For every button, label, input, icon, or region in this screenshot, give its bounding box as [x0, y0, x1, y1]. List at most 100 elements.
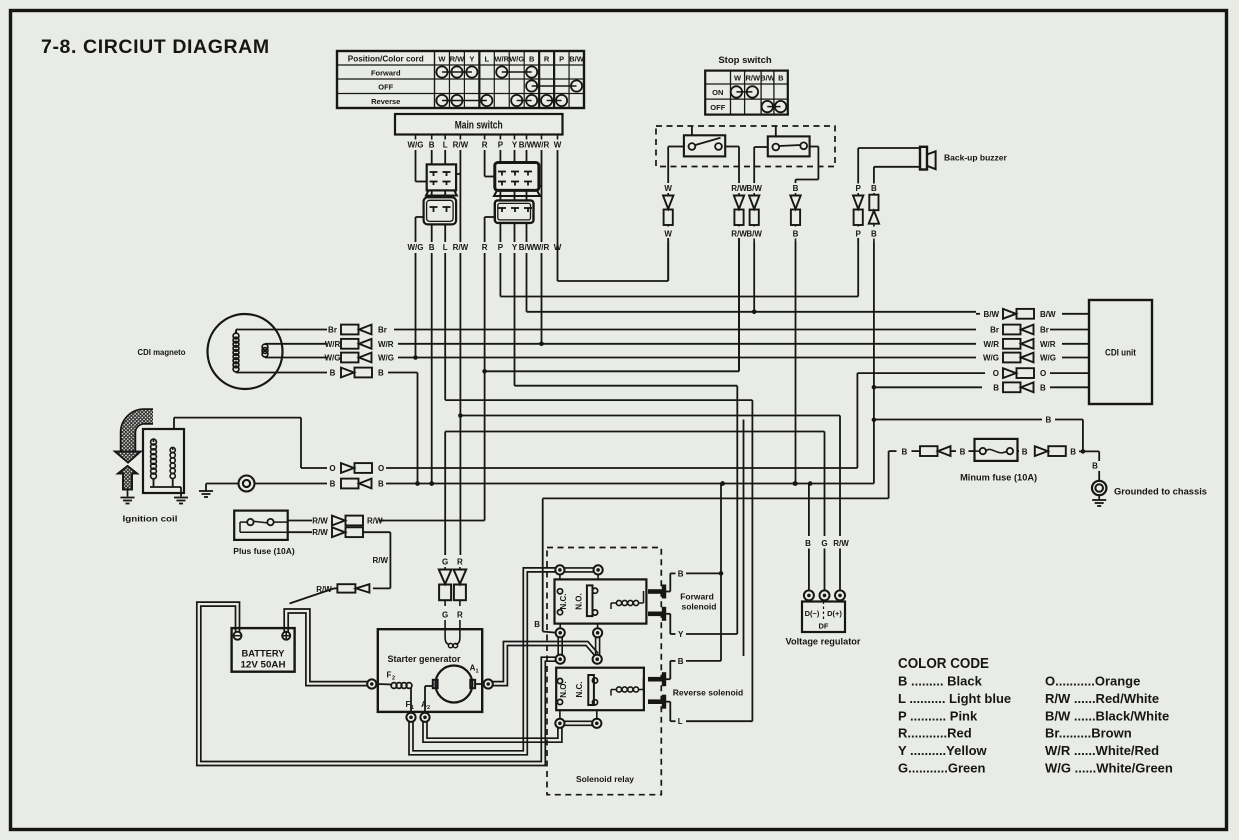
svg-text:W/G: W/G	[408, 141, 424, 150]
svg-text:G: G	[442, 558, 448, 567]
svg-text:R: R	[457, 611, 463, 620]
svg-text:B: B	[330, 369, 336, 378]
svg-text:W/G: W/G	[378, 354, 394, 363]
svg-text:Ignition coil: Ignition coil	[123, 514, 178, 524]
svg-text:R/W: R/W	[833, 539, 849, 548]
svg-text:B/W: B/W	[983, 310, 999, 319]
svg-text:W/R: W/R	[1040, 340, 1056, 349]
svg-text:B: B	[378, 369, 384, 378]
svg-text:R: R	[457, 558, 463, 567]
svg-text:F: F	[406, 700, 411, 709]
svg-text:L: L	[443, 141, 448, 150]
svg-text:B/W: B/W	[569, 55, 585, 64]
svg-text:B: B	[871, 184, 877, 193]
svg-text:Br: Br	[328, 326, 337, 335]
svg-text:N.C.: N.C.	[559, 594, 568, 610]
svg-text:B/W: B/W	[519, 141, 535, 150]
svg-text:D(+): D(+)	[827, 609, 842, 618]
svg-text:O: O	[1040, 369, 1046, 378]
svg-text:P: P	[856, 184, 862, 193]
svg-text:G: G	[442, 611, 448, 620]
svg-text:O...........Orange: O...........Orange	[1045, 674, 1140, 689]
svg-text:Plus fuse (10A): Plus fuse (10A)	[233, 546, 295, 556]
svg-text:solenoid: solenoid	[682, 602, 717, 612]
svg-text:B: B	[429, 243, 435, 252]
svg-text:R/W: R/W	[372, 556, 388, 565]
svg-text:B/W: B/W	[746, 230, 762, 239]
svg-text:P: P	[856, 230, 862, 239]
svg-text:W/G ......White/Green: W/G ......White/Green	[1045, 761, 1173, 776]
svg-text:Starter generator: Starter generator	[387, 654, 461, 664]
svg-text:R/W: R/W	[731, 230, 747, 239]
svg-text:R/W ......Red/White: R/W ......Red/White	[1045, 691, 1159, 706]
svg-text:Solenoid relay: Solenoid relay	[576, 774, 634, 784]
svg-text:Minum fuse (10A): Minum fuse (10A)	[960, 473, 1037, 483]
svg-text:R/W: R/W	[312, 528, 328, 537]
svg-text:W/G: W/G	[509, 55, 524, 64]
svg-text:P: P	[559, 55, 564, 64]
svg-text:P: P	[498, 141, 504, 150]
svg-text:B: B	[1040, 383, 1046, 392]
svg-text:R: R	[482, 243, 488, 252]
svg-text:L: L	[443, 243, 448, 252]
svg-text:Y: Y	[512, 141, 518, 150]
svg-text:G...........Green: G...........Green	[898, 761, 985, 776]
svg-text:R...........Red: R...........Red	[898, 726, 972, 741]
svg-text:R/W: R/W	[450, 55, 466, 64]
svg-text:Reverse solenoid: Reverse solenoid	[673, 688, 743, 698]
svg-text:B: B	[429, 141, 435, 150]
svg-text:A: A	[470, 664, 476, 673]
svg-text:Reverse: Reverse	[371, 97, 400, 106]
svg-text:R: R	[544, 55, 550, 64]
svg-text:W: W	[664, 230, 672, 239]
svg-text:W/G: W/G	[983, 354, 999, 363]
svg-text:Y: Y	[512, 243, 518, 252]
svg-text:B: B	[793, 230, 799, 239]
svg-text:R/W: R/W	[731, 184, 747, 193]
svg-text:Forward: Forward	[680, 592, 714, 602]
svg-text:Forward: Forward	[371, 69, 401, 78]
svg-text:B: B	[805, 539, 811, 548]
svg-text:B: B	[1046, 416, 1052, 425]
svg-text:P .......... Pink: P .......... Pink	[898, 708, 978, 723]
svg-text:Y: Y	[469, 55, 474, 64]
svg-text:Main switch: Main switch	[455, 120, 503, 132]
svg-text:OFF: OFF	[378, 83, 393, 92]
svg-text:G: G	[821, 539, 827, 548]
svg-text:Voltage regulator: Voltage regulator	[786, 637, 861, 647]
svg-text:R/W: R/W	[312, 517, 328, 526]
svg-text:Grounded to chassis: Grounded to chassis	[1114, 487, 1207, 497]
svg-text:W/R: W/R	[534, 141, 550, 150]
svg-text:CDI unit: CDI unit	[1105, 348, 1137, 359]
svg-text:B: B	[1070, 447, 1076, 456]
svg-text:A: A	[421, 700, 427, 709]
svg-text:12V 50AH: 12V 50AH	[241, 660, 286, 671]
svg-text:B ......... Black: B ......... Black	[898, 674, 983, 689]
svg-text:W: W	[734, 74, 742, 83]
svg-text:1: 1	[411, 705, 414, 711]
svg-text:B/W: B/W	[760, 74, 776, 83]
svg-text:N.O.: N.O.	[559, 681, 568, 697]
svg-text:B: B	[534, 620, 540, 629]
svg-text:B/W: B/W	[1040, 310, 1056, 319]
svg-text:L: L	[485, 55, 490, 64]
svg-text:1: 1	[475, 669, 478, 675]
svg-text:Br: Br	[1040, 326, 1049, 335]
svg-text:W/R: W/R	[378, 340, 394, 349]
svg-text:COLOR CODE: COLOR CODE	[898, 656, 989, 672]
svg-text:B: B	[1092, 461, 1098, 470]
svg-text:CDI magneto: CDI magneto	[138, 347, 186, 357]
svg-text:W/R ......White/Red: W/R ......White/Red	[1045, 743, 1159, 758]
svg-text:2: 2	[427, 705, 430, 711]
svg-text:W/R: W/R	[325, 340, 341, 349]
svg-text:Stop switch: Stop switch	[718, 55, 772, 66]
svg-text:B: B	[678, 657, 684, 666]
svg-text:B: B	[793, 184, 799, 193]
svg-text:R/W: R/W	[453, 141, 469, 150]
svg-text:W/R: W/R	[983, 340, 999, 349]
svg-text:B: B	[378, 480, 384, 489]
svg-text:N.C.: N.C.	[575, 682, 584, 698]
svg-text:Y: Y	[678, 630, 684, 639]
svg-text:7-8. CIRCIUT DIAGRAM: 7-8. CIRCIUT DIAGRAM	[41, 36, 270, 58]
svg-text:B/W: B/W	[746, 184, 762, 193]
